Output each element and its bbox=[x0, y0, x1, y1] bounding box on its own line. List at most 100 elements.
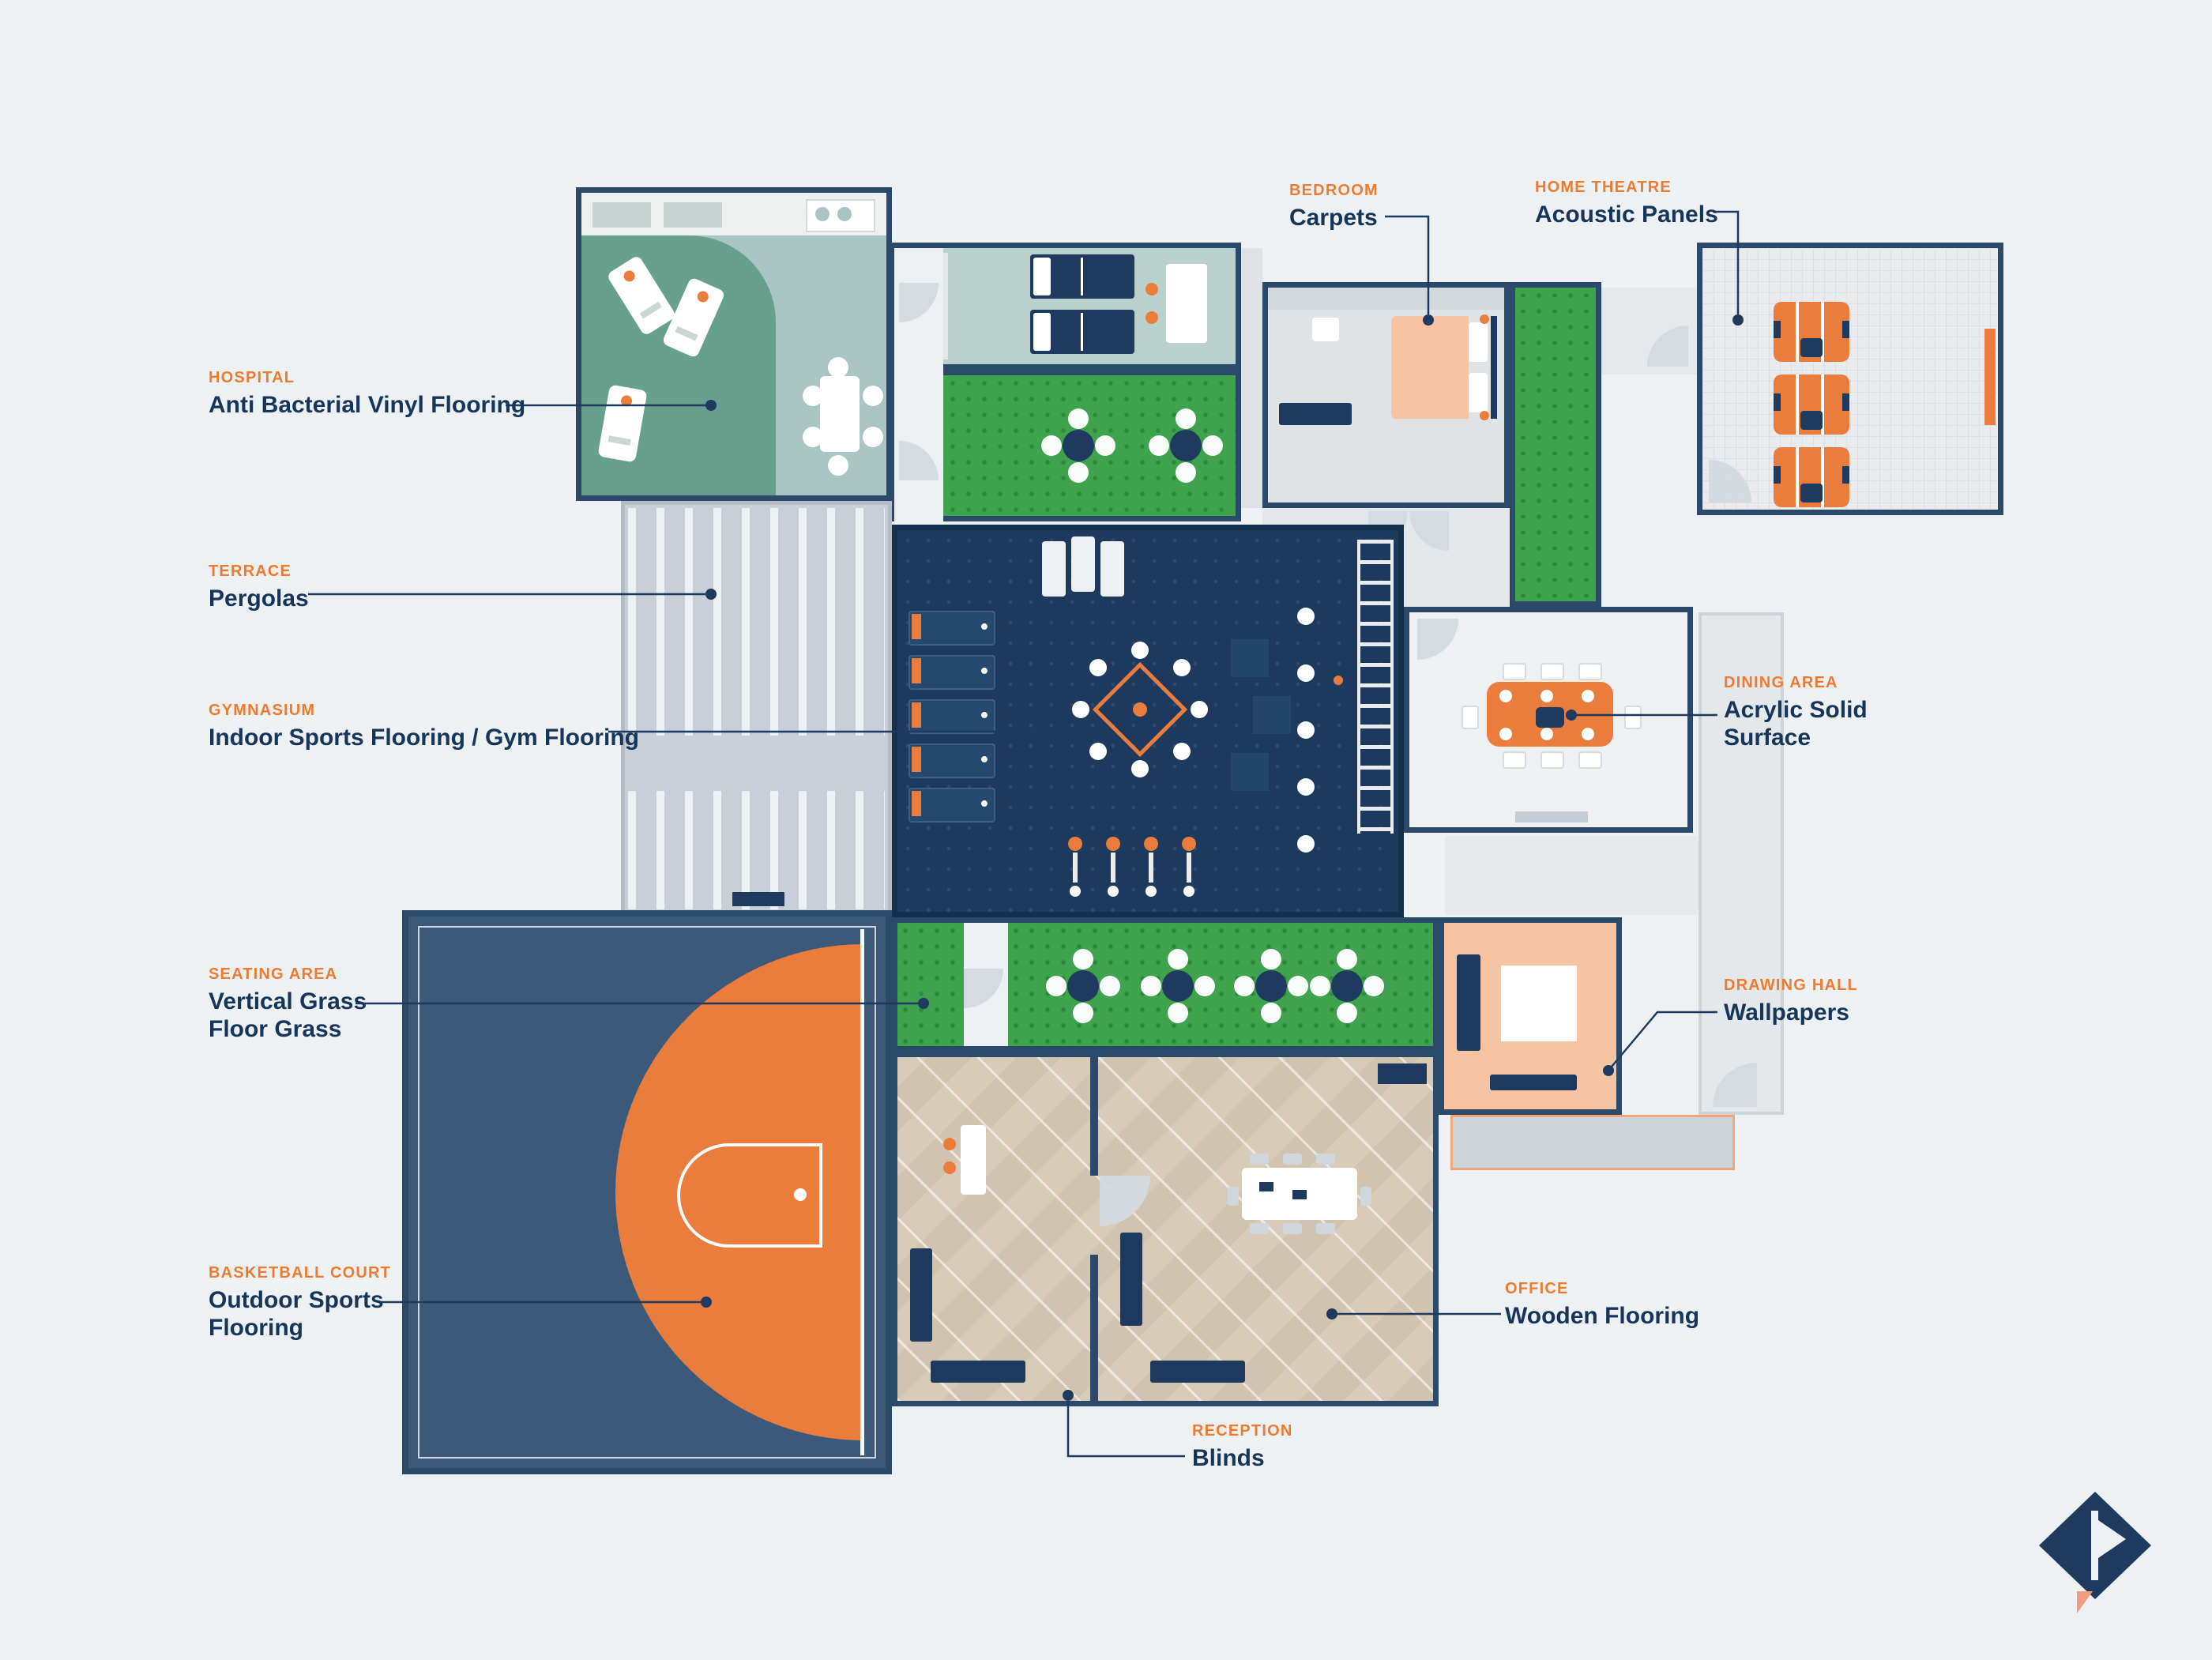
label-category: DINING AREA bbox=[1724, 674, 1838, 691]
stool bbox=[1146, 283, 1158, 295]
label-category: HOSPITAL bbox=[209, 369, 295, 386]
round-table bbox=[1162, 970, 1194, 1002]
bed-carpet-blanket bbox=[1391, 316, 1469, 419]
label-material: Acoustic Panels bbox=[1535, 201, 1718, 228]
floor-mat bbox=[1231, 753, 1269, 791]
stool bbox=[1297, 778, 1315, 796]
functional-training-zone bbox=[1072, 642, 1208, 777]
room-drawing-hall bbox=[1439, 917, 1622, 1115]
chair bbox=[1141, 976, 1161, 996]
door-arc bbox=[1409, 511, 1449, 551]
chair bbox=[1288, 976, 1308, 996]
label-category: RECEPTION bbox=[1192, 1422, 1293, 1440]
chair bbox=[828, 455, 848, 476]
sink-bowl bbox=[815, 207, 830, 221]
round-table-group bbox=[1141, 949, 1215, 1023]
dining-chair bbox=[1578, 663, 1602, 680]
kettlebell bbox=[1334, 676, 1343, 685]
label-material: Pergolas bbox=[209, 585, 309, 612]
door-arc bbox=[899, 283, 939, 322]
label-material: Blinds bbox=[1192, 1445, 1265, 1471]
chair bbox=[1168, 949, 1188, 969]
chair bbox=[1176, 408, 1196, 429]
nightstand bbox=[1312, 318, 1339, 341]
floor-mat bbox=[1231, 639, 1269, 677]
room-green-cafe bbox=[892, 370, 1241, 521]
door-arc bbox=[899, 441, 939, 480]
chair bbox=[1261, 1003, 1281, 1023]
pergola-slats bbox=[628, 508, 885, 736]
label-category: TERRACE bbox=[209, 563, 292, 580]
table-runner bbox=[1536, 707, 1564, 728]
lounger-strip bbox=[675, 326, 698, 341]
round-table-group bbox=[1234, 949, 1308, 1023]
brand-diamond-icon bbox=[2039, 1492, 2151, 1613]
sink-bowl bbox=[837, 207, 852, 221]
bench bbox=[1279, 403, 1352, 425]
label-category: HOME THEATRE bbox=[1535, 179, 1672, 196]
chair bbox=[1234, 976, 1255, 996]
dining-chair bbox=[1540, 751, 1564, 769]
leader-reception bbox=[1066, 1401, 1185, 1458]
bed bbox=[1030, 310, 1134, 354]
round-table-group bbox=[1310, 949, 1384, 1023]
consult-table bbox=[820, 376, 860, 452]
label-material: Wallpapers bbox=[1724, 999, 1849, 1026]
chair bbox=[828, 357, 848, 378]
round-table-group bbox=[1149, 408, 1223, 483]
laptop bbox=[1259, 1182, 1273, 1191]
office-chair bbox=[1360, 1187, 1371, 1206]
pillow-dot bbox=[621, 268, 638, 284]
label-material: Acrylic Solid Surface bbox=[1724, 697, 1868, 751]
door-arc bbox=[1417, 619, 1458, 660]
chair bbox=[1068, 462, 1089, 483]
treadmill bbox=[908, 743, 995, 778]
label-basketball-court: BASKETBALL COURT Outdoor Sports Flooring bbox=[209, 1264, 402, 1342]
stool bbox=[1297, 608, 1315, 625]
chair bbox=[803, 386, 823, 406]
round-table bbox=[1255, 970, 1287, 1002]
label-hospital: HOSPITAL Anti Bacterial Vinyl Flooring bbox=[209, 369, 525, 420]
tv-console bbox=[1490, 1075, 1577, 1090]
seat-pad bbox=[1800, 338, 1823, 357]
room-dining bbox=[1404, 607, 1693, 833]
office-chair bbox=[1228, 1187, 1239, 1206]
partition-wall bbox=[1090, 1057, 1098, 1176]
room-terrace bbox=[621, 501, 892, 917]
armrest bbox=[1842, 466, 1849, 484]
office-chair bbox=[1250, 1223, 1269, 1234]
screen bbox=[1984, 329, 1996, 425]
chair bbox=[1261, 949, 1281, 969]
chair bbox=[1041, 435, 1062, 456]
lamp-dot bbox=[1480, 314, 1489, 324]
office-chair bbox=[1316, 1223, 1335, 1234]
round-table bbox=[1331, 970, 1363, 1002]
reception-desk bbox=[961, 1125, 986, 1195]
pillow bbox=[1469, 322, 1488, 362]
round-table-group bbox=[1046, 949, 1120, 1023]
plate bbox=[1499, 690, 1512, 702]
cabinet bbox=[1378, 1063, 1427, 1084]
plate bbox=[1499, 728, 1512, 740]
label-drawing-hall: DRAWING HALL Wallpapers bbox=[1724, 977, 1858, 1027]
hoop bbox=[794, 1188, 807, 1201]
waiting-bench bbox=[1150, 1361, 1245, 1383]
treadmill bbox=[908, 655, 995, 690]
pillow bbox=[1469, 373, 1488, 412]
planter bbox=[732, 892, 784, 906]
door-arc bbox=[1100, 1176, 1150, 1226]
stool bbox=[943, 1138, 956, 1150]
office-chair bbox=[1283, 1223, 1302, 1234]
console bbox=[1515, 811, 1588, 822]
wall-ladder bbox=[1357, 540, 1394, 834]
label-material: Wooden Flooring bbox=[1505, 1303, 1700, 1329]
plate bbox=[1540, 728, 1553, 740]
spin-bike bbox=[1104, 837, 1122, 900]
bed bbox=[1030, 254, 1134, 299]
label-reception: RECEPTION Blinds bbox=[1192, 1422, 1292, 1473]
chair bbox=[1176, 462, 1196, 483]
blanket-line bbox=[1081, 258, 1083, 295]
label-home-theatre: HOME THEATRE Acoustic Panels bbox=[1535, 179, 1718, 229]
pillow-dot bbox=[695, 289, 711, 304]
